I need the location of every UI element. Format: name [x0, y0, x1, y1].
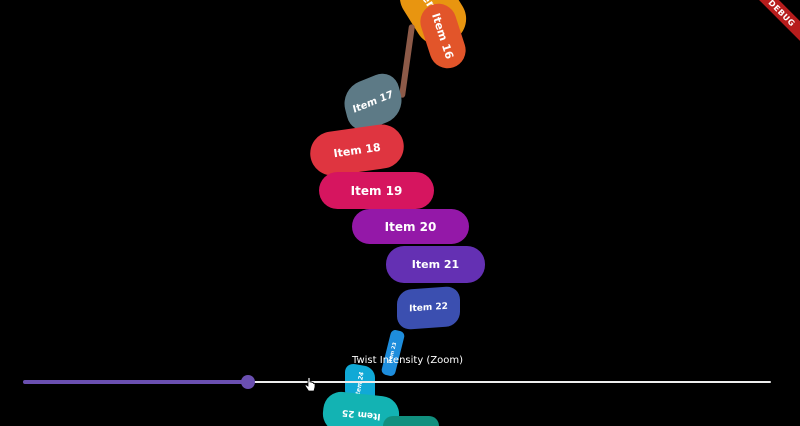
mouse-cursor-icon — [304, 377, 316, 392]
list-item-21[interactable]: Item 21 — [386, 246, 485, 283]
list-item-20[interactable]: Item 20 — [352, 209, 469, 244]
slider-thumb[interactable] — [241, 375, 255, 389]
list-item-22[interactable]: Item 22 — [397, 285, 460, 331]
slider-active-track[interactable] — [23, 380, 248, 384]
list-item-18[interactable]: Item 18 — [307, 121, 407, 179]
slider-inactive-track[interactable] — [248, 381, 771, 383]
list-item-edge[interactable] — [398, 23, 416, 99]
list-item-19[interactable]: Item 19 — [319, 172, 434, 209]
list-item-23[interactable]: Item 23 — [380, 328, 406, 378]
list-item-26[interactable] — [383, 416, 439, 426]
slider-label: Twist Intensity (Zoom) — [352, 355, 464, 366]
